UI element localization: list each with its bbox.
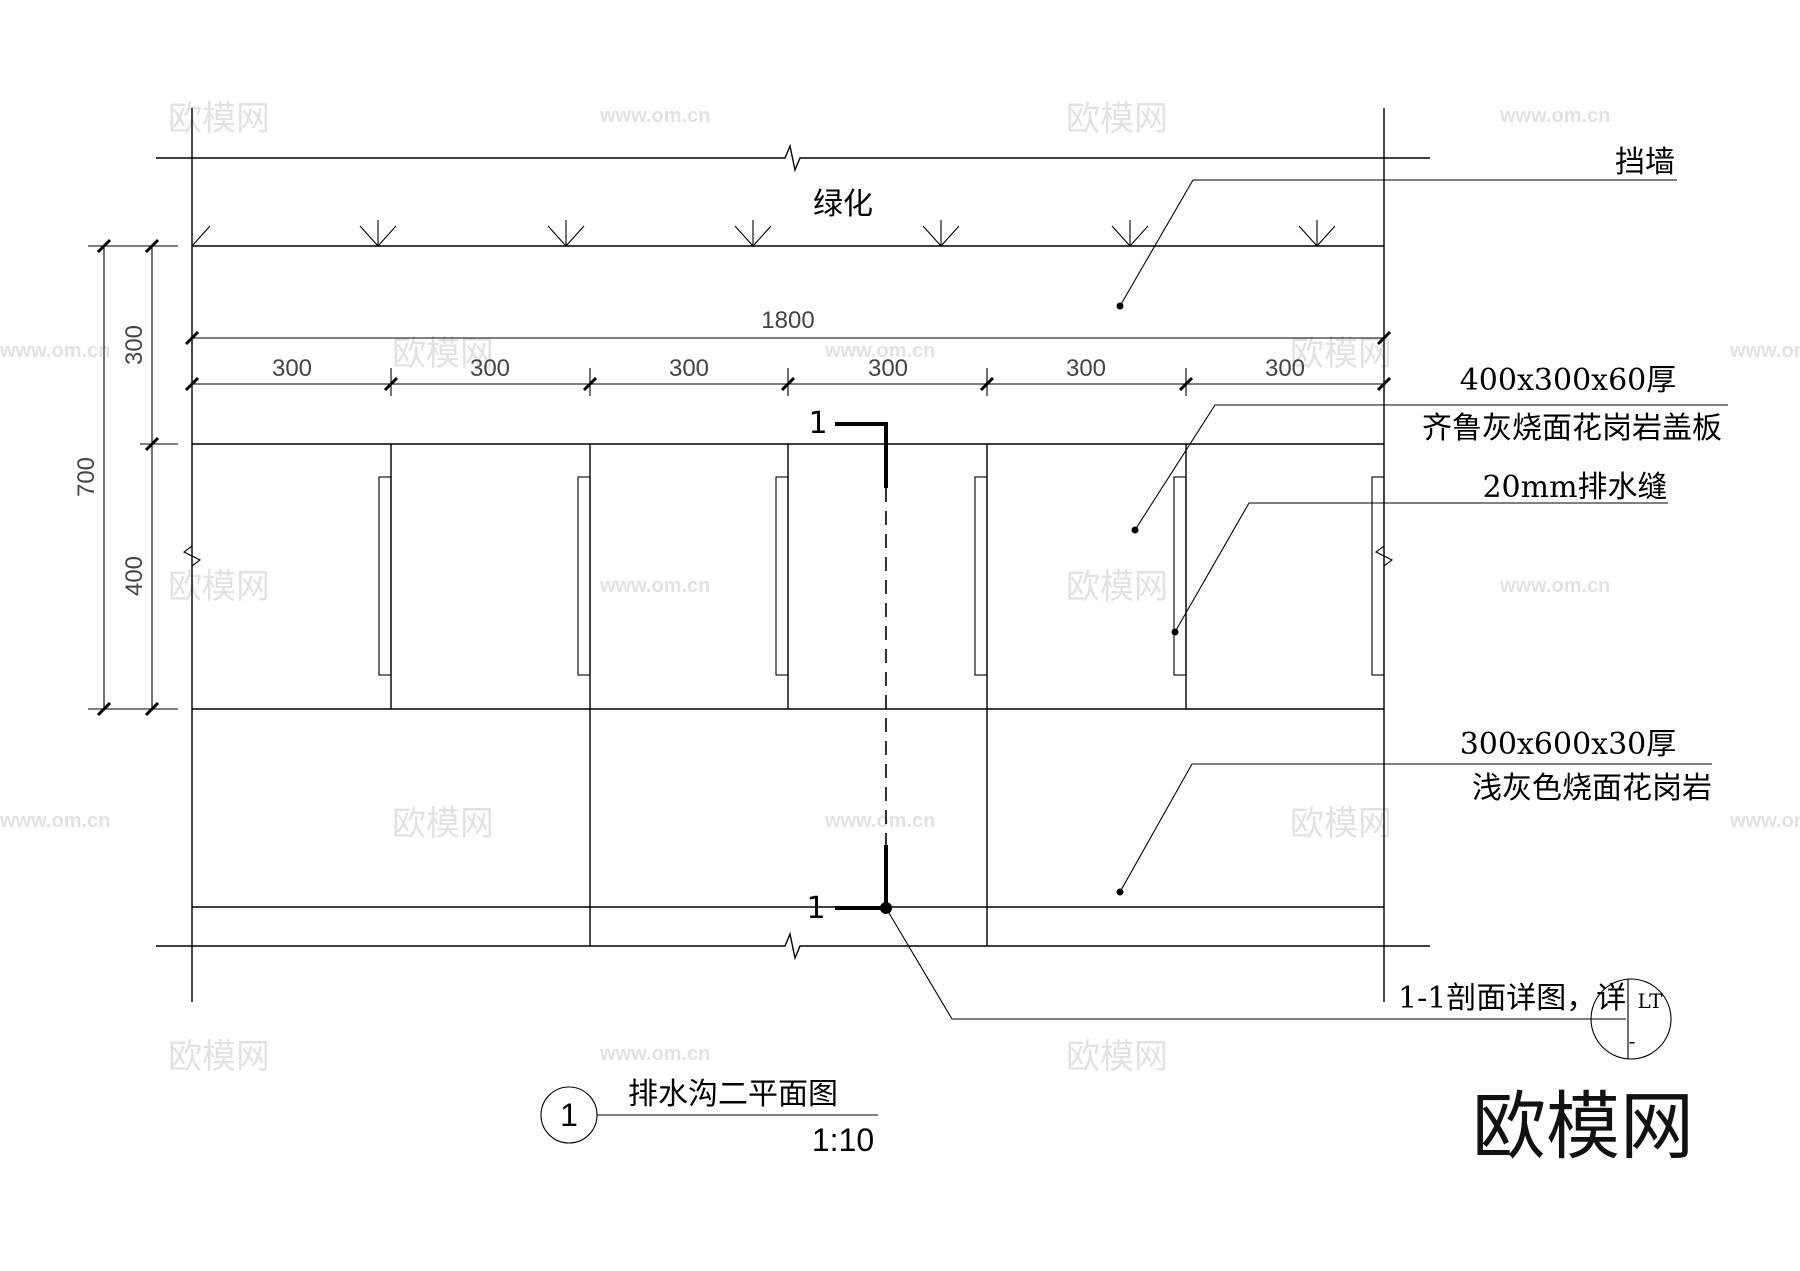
- dim-tick: [144, 238, 160, 254]
- drain-slot: [1173, 476, 1187, 676]
- greenery-label: 绿化: [813, 187, 873, 222]
- drain-slot: [974, 476, 988, 676]
- watermark-url: www.om.cn: [1729, 340, 1800, 362]
- dim-tick: [1178, 376, 1194, 392]
- leader-dot: [1171, 628, 1179, 636]
- watermark-brand: 欧模网: [168, 99, 270, 139]
- watermark-brand: 欧模网: [392, 334, 494, 374]
- segment-dim-text: 300: [1066, 355, 1106, 382]
- cover-height-text: 400: [121, 556, 148, 596]
- watermark-url: www.om.cn: [599, 1043, 710, 1065]
- label-retaining-wall: 挡墙: [1615, 145, 1675, 180]
- leader-dot: [1116, 302, 1124, 310]
- label-paving-material: 浅灰色烧面花岗岩: [1472, 771, 1712, 806]
- dim-tick: [780, 376, 796, 392]
- watermark-brand: 欧模网: [1066, 99, 1168, 139]
- watermark-url: www.om.cn: [0, 340, 110, 362]
- plan-frame: [156, 108, 1430, 1002]
- segment-dim-text: 300: [470, 355, 510, 382]
- section-label-top: 1: [808, 406, 827, 441]
- watermark-brand: 欧模网: [168, 1037, 270, 1077]
- watermark-url: www.om.cn: [824, 810, 935, 832]
- segment-dim-text: 300: [868, 355, 908, 382]
- watermark-layer: 欧模网 www.om.cn 欧模网 www.om.cn www.om.cn 欧模…: [0, 99, 1800, 1077]
- total-height-text: 700: [73, 457, 100, 497]
- watermark-url: www.om.cn: [1499, 105, 1610, 127]
- left-break-mark: [182, 545, 202, 567]
- greenery-arrows: [191, 225, 1336, 247]
- leader-retaining-wall: [1119, 179, 1677, 307]
- section-cut-bottom-mark: [835, 845, 888, 910]
- cover-plates: [192, 443, 1385, 710]
- leader-cover-plate: [1134, 404, 1728, 531]
- annotations: 挡墙 400x300x60厚 齐鲁灰烧面花岗岩盖板 20mm排水缝 300x60…: [1116, 145, 1728, 896]
- drain-slot: [378, 476, 392, 676]
- overall-dim-text: 1800: [761, 307, 814, 334]
- section-detail-ref: 1-1剖面详图，详: [1398, 981, 1626, 1016]
- watermark-url: www.om.cn: [0, 810, 110, 832]
- watermark-url: www.om.cn: [1499, 575, 1610, 597]
- top-height-text: 300: [121, 325, 148, 365]
- top-dimensions: 1800 300 300 300 300 300 300: [184, 307, 1392, 396]
- drain-slot: [577, 476, 591, 676]
- watermark-brand: 欧模网: [1290, 804, 1392, 844]
- section-cut: 1 1 1-1剖面详图，详 LT -: [806, 406, 1672, 1060]
- label-paving-size: 300x600x30厚: [1460, 727, 1677, 762]
- paving: [192, 709, 1384, 946]
- label-cover-material: 齐鲁灰烧面花岗岩盖板: [1422, 411, 1722, 446]
- top-break-line: [156, 143, 1430, 173]
- brand-logo: 欧模网: [1472, 1084, 1694, 1170]
- label-cover-size: 400x300x60厚: [1460, 363, 1677, 398]
- detail-bubble: [1590, 978, 1672, 1060]
- detail-bubble-bottom: -: [1629, 1029, 1636, 1053]
- dim-tick: [1376, 330, 1392, 346]
- dim-tick: [96, 238, 112, 254]
- watermark-url: www.om.cn: [599, 105, 710, 127]
- watermark-brand: 欧模网: [1066, 1037, 1168, 1077]
- dim-tick: [184, 376, 200, 392]
- watermark-brand: 欧模网: [168, 567, 270, 607]
- segment-dim-text: 300: [669, 355, 709, 382]
- greenery-edge: 绿化: [191, 187, 1384, 247]
- label-drain-gap: 20mm排水缝: [1482, 470, 1667, 505]
- dim-tick: [979, 376, 995, 392]
- dim-tick: [383, 376, 399, 392]
- segment-dim-text: 300: [272, 355, 312, 382]
- title-scale: 1:10: [812, 1122, 874, 1158]
- dim-tick: [582, 376, 598, 392]
- leader-dot: [1116, 888, 1124, 896]
- bottom-break-line: [156, 931, 1430, 961]
- section-cut-top-mark: [835, 422, 888, 488]
- dim-tick: [1376, 376, 1392, 392]
- leader-dot: [1131, 526, 1139, 534]
- section-leader-line: [885, 907, 1626, 1020]
- title-number: 1: [560, 1097, 578, 1133]
- dim-tick: [144, 701, 160, 717]
- drawing-title: 1 排水沟二平面图 1:10: [540, 1077, 878, 1158]
- leader-drain-gap: [1174, 502, 1668, 633]
- section-label-bottom: 1: [806, 891, 825, 926]
- detail-bubble-top: LT: [1638, 989, 1664, 1013]
- drain-slot: [1371, 476, 1385, 676]
- leader-paving: [1119, 763, 1712, 893]
- watermark-brand: 欧模网: [1290, 334, 1392, 374]
- left-dimensions: 700 300 400: [73, 238, 178, 717]
- segment-dim-text: 300: [1265, 355, 1305, 382]
- watermark-brand: 欧模网: [392, 804, 494, 844]
- drain-slot: [775, 476, 789, 676]
- dim-tick: [144, 436, 160, 452]
- watermark-url: www.om.cn: [824, 340, 935, 362]
- dim-tick: [184, 330, 200, 346]
- watermark-url: www.om.cn: [599, 575, 710, 597]
- watermark-url: www.om.cn: [1729, 810, 1800, 832]
- watermark-brand: 欧模网: [1066, 567, 1168, 607]
- dim-tick: [96, 701, 112, 717]
- title-name: 排水沟二平面图: [628, 1077, 838, 1112]
